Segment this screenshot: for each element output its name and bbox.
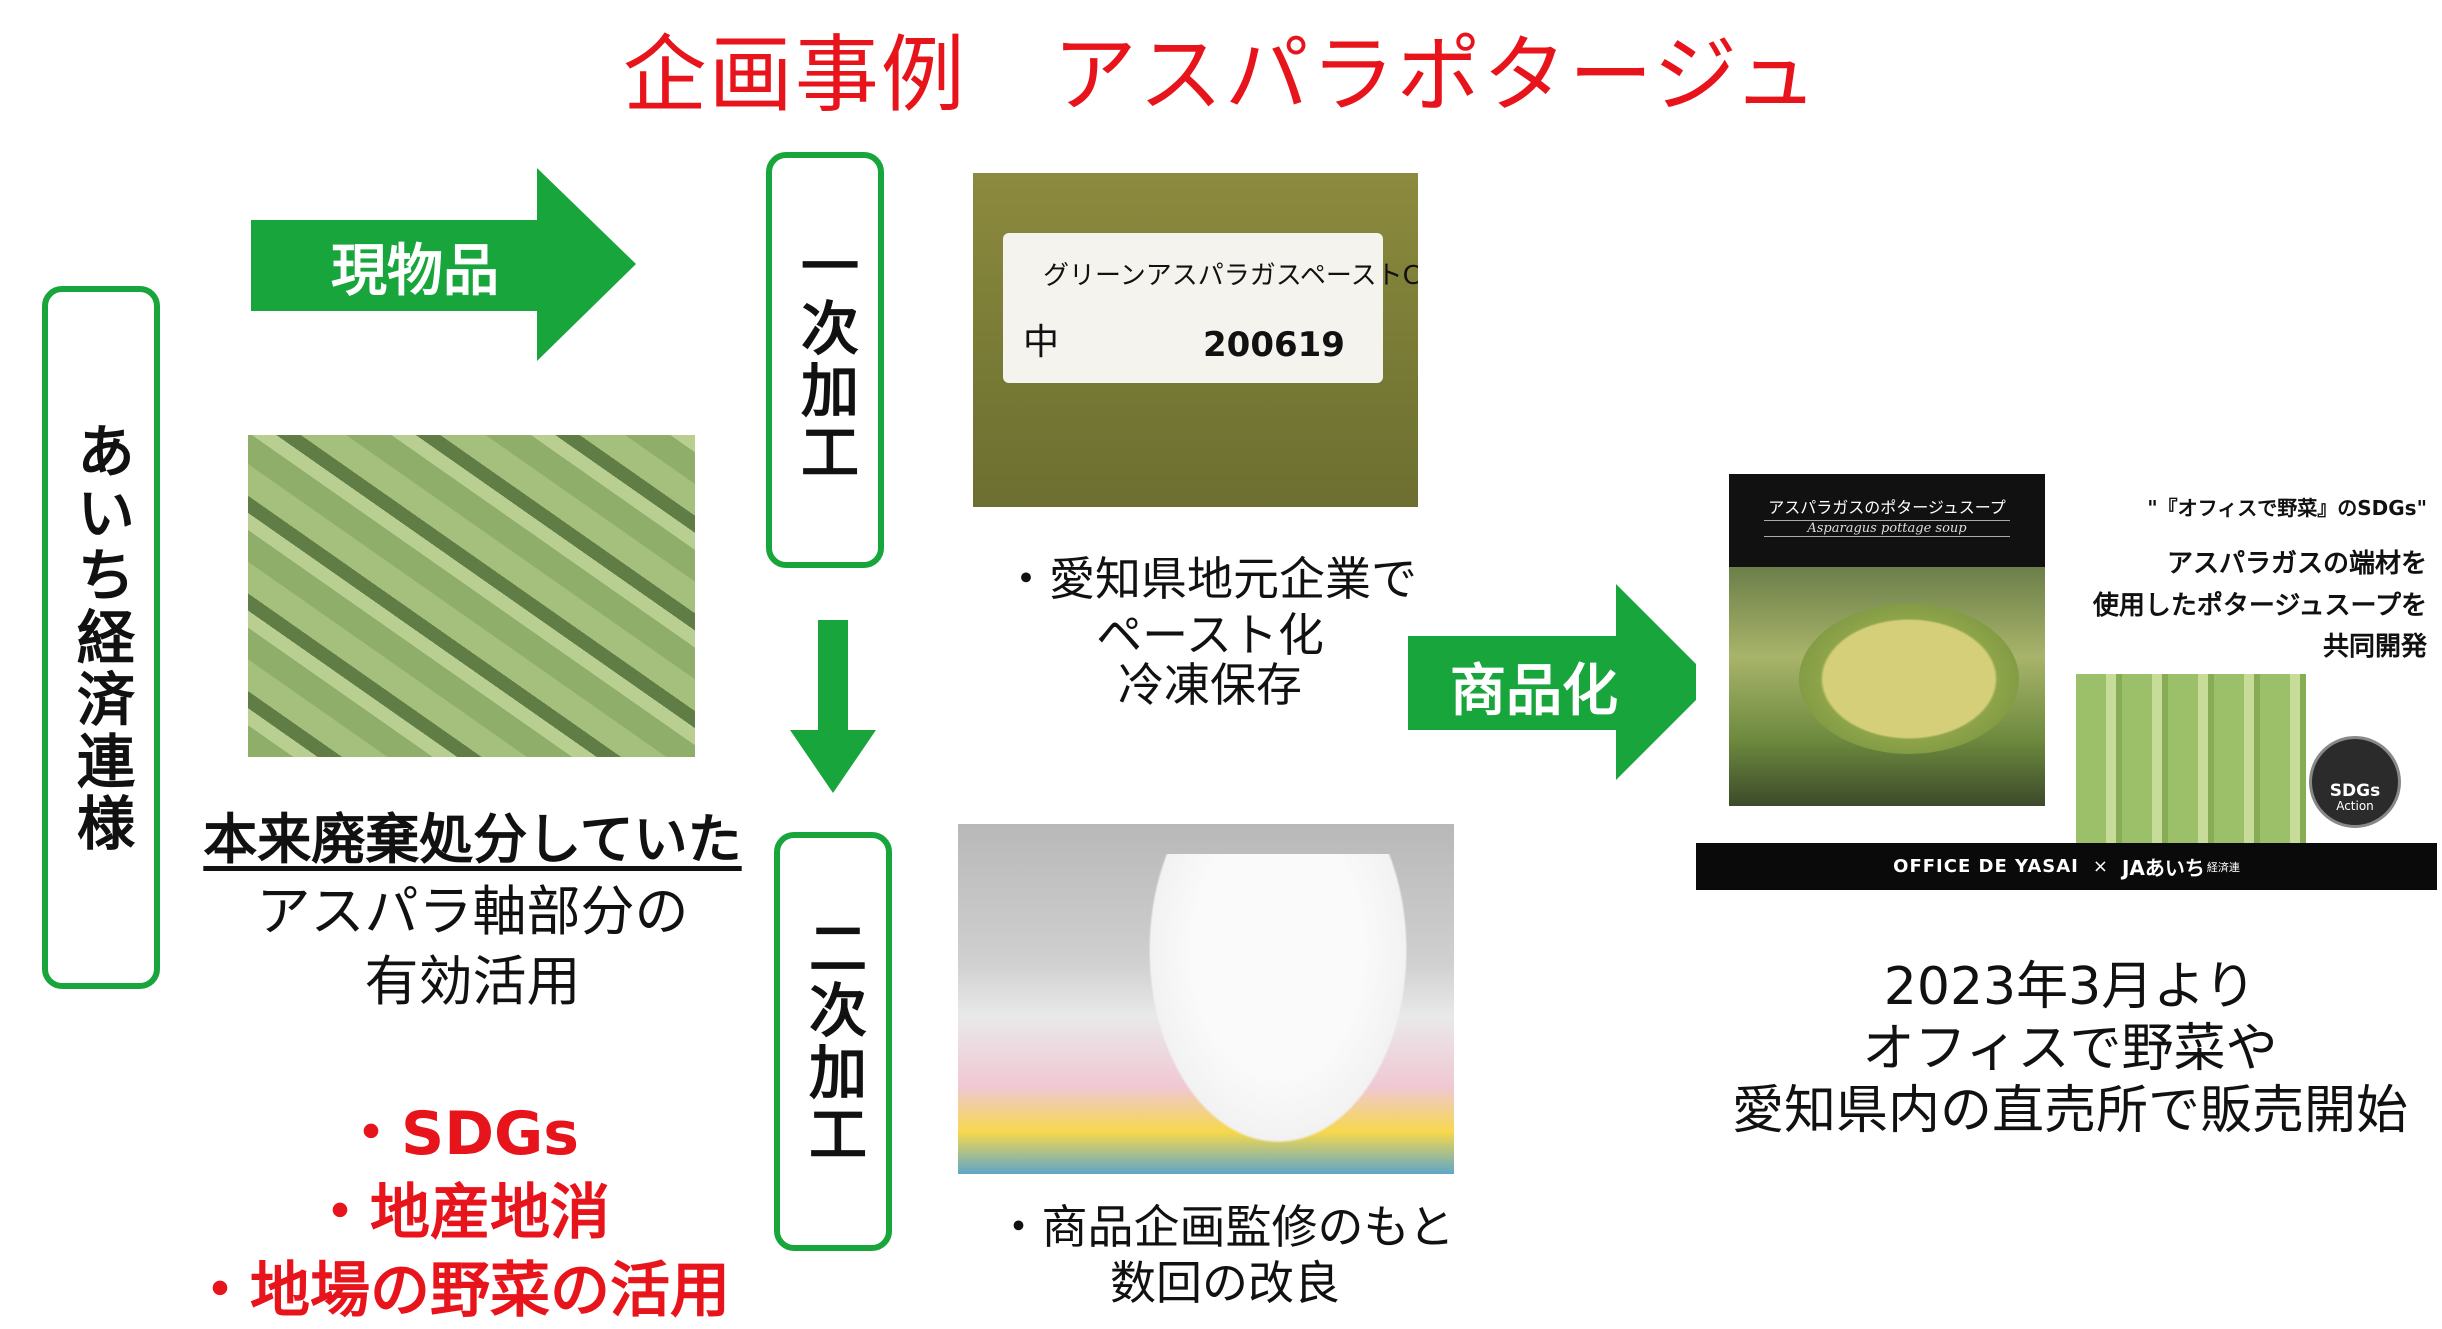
- product-tagline: "『オフィスで野菜』のSDGs": [2147, 496, 2427, 520]
- waste-heading: 本来廃棄処分していた: [203, 808, 742, 871]
- asparagus-spears-image: [2076, 674, 2306, 844]
- package-title: アスパラガスのポタージュスープ: [1768, 498, 2006, 517]
- goal-sdgs: ・SDGs: [341, 1099, 579, 1169]
- soup-bowl-image: [1799, 604, 2019, 754]
- badge-action: Action: [2336, 799, 2374, 813]
- product-banner: アスパラガスのポタージュスープ Asparagus pottage soup "…: [1696, 474, 2437, 890]
- right-arrow-icon: [1408, 584, 1714, 780]
- brand-ja-aichi-small: 経済連: [2206, 860, 2240, 874]
- primary-processing-box: 一次加工: [766, 152, 884, 568]
- paste-label-mark: 中: [1023, 322, 1060, 363]
- asparagus-stalks-photo: [248, 435, 695, 757]
- arrow-genbutsu: 現物品: [251, 168, 636, 361]
- product-package: アスパラガスのポタージュスープ Asparagus pottage soup: [1729, 474, 2045, 806]
- client-box: あいち経済連様: [42, 286, 160, 989]
- brand-bar: OFFICE DE YASAI × JAあいち 経済連: [1696, 843, 2437, 890]
- secondary-caption-2: 数回の改良: [1110, 1256, 1340, 1310]
- badge-sdgs: SDGs: [2329, 781, 2381, 801]
- paste-caption-3: 冷凍保存: [1118, 658, 1302, 712]
- brand-office-de-yasai: OFFICE DE YASAI: [1893, 856, 2079, 877]
- asparagus-paste-photo: グリーンアスパラガスペーストC国産 中 200619: [973, 173, 1418, 507]
- page-title: 企画事例 アスパラポタージュ: [622, 26, 1820, 124]
- arrow-commercialization: 商品化: [1408, 584, 1714, 780]
- secondary-caption-1: ・商品企画監修のもと: [995, 1200, 1455, 1254]
- client-label: あいち経済連様: [67, 420, 135, 855]
- release-line-2: オフィスで野菜や: [1862, 1019, 2278, 1079]
- product-headline-2: 使用したポタージュスープを: [2092, 590, 2427, 621]
- product-headline-3: 共同開発: [2322, 632, 2427, 663]
- product-headline: アスパラガスの端材を 使用したポタージュスープを 共同開発: [2093, 544, 2427, 669]
- paste-label-text: グリーンアスパラガスペーストC国産: [1043, 261, 1418, 291]
- secondary-processing-label: 二次加工: [799, 917, 867, 1166]
- brand-ja-aichi: JAあいち: [2121, 856, 2205, 880]
- paste-caption-1: ・愛知県地元企業で: [1003, 552, 1417, 606]
- release-line-1: 2023年3月より: [1883, 957, 2257, 1017]
- goal-local-consumption: ・地産地消: [310, 1178, 610, 1248]
- right-arrow-icon: [251, 168, 636, 361]
- package-subtitle: Asparagus pottage soup: [1764, 520, 2010, 537]
- factory-workers-photo: [958, 824, 1454, 1174]
- arrow-commercialization-label: 商品化: [1450, 659, 1618, 724]
- goal-local-vegetables: ・地場の野菜の活用: [190, 1256, 730, 1326]
- paste-caption-2: ペースト化: [1096, 608, 1324, 662]
- down-arrow-icon: [790, 620, 876, 797]
- waste-line2: アスパラ軸部分の: [256, 880, 689, 943]
- product-headline-1: アスパラガスの端材を: [2166, 549, 2427, 579]
- primary-processing-label: 一次加工: [791, 236, 859, 484]
- arrow-genbutsu-label: 現物品: [331, 239, 499, 304]
- paste-label-number: 200619: [1203, 325, 1345, 365]
- paste-label: グリーンアスパラガスペーストC国産 中 200619: [1003, 233, 1418, 383]
- release-line-3: 愛知県内の直売所で販売開始: [1731, 1081, 2408, 1141]
- brand-separator: ×: [2092, 856, 2108, 877]
- secondary-processing-box: 二次加工: [774, 832, 892, 1251]
- waste-line3: 有効活用: [364, 950, 581, 1013]
- sdgs-action-badge: SDGs Action: [2309, 736, 2401, 828]
